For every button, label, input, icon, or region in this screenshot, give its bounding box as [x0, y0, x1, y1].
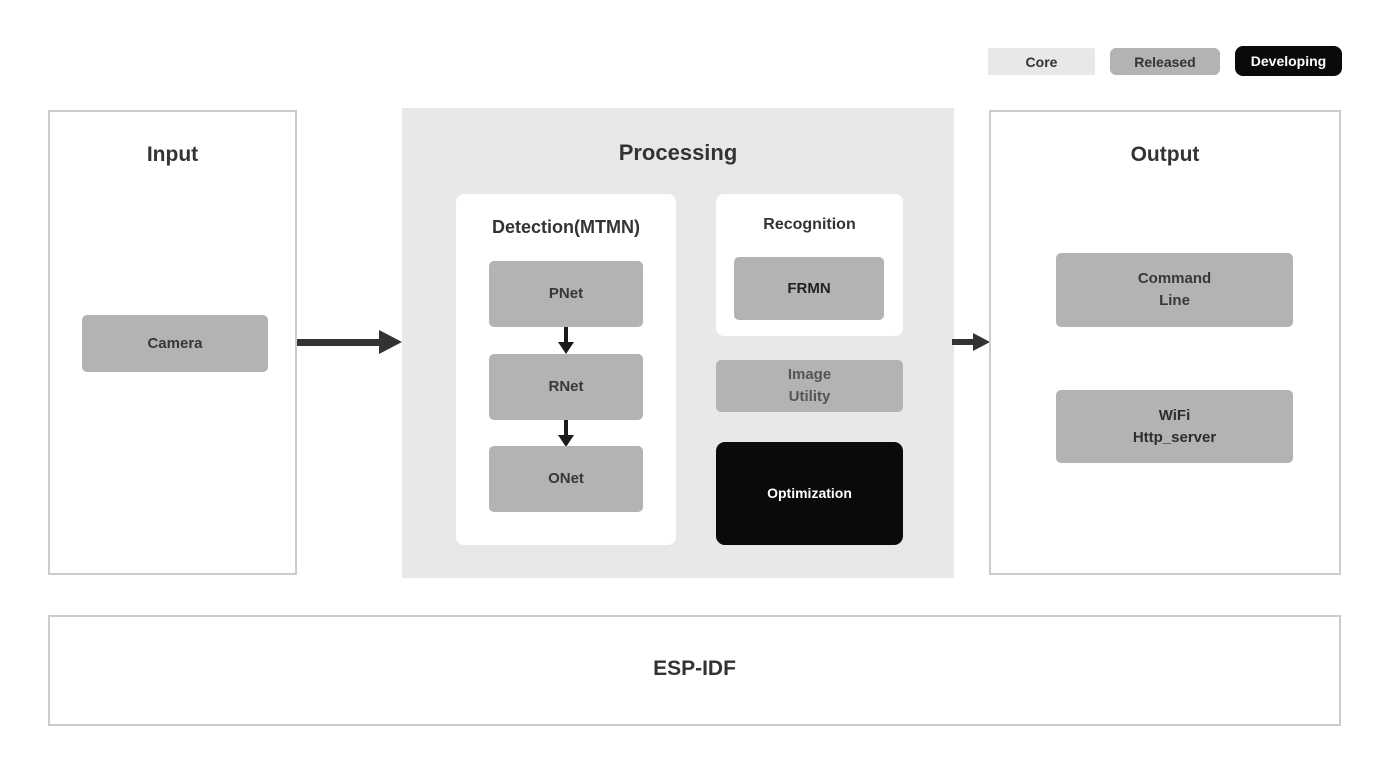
recognition-subpanel: Recognition FRMN — [716, 194, 903, 336]
esp-idf-title: ESP-IDF — [653, 657, 736, 680]
legend-released: Released — [1110, 48, 1220, 75]
image-utility-node: Image Utility — [716, 360, 903, 412]
pnet-node: PNet — [489, 261, 643, 327]
input-title: Input — [146, 143, 199, 166]
onet-node: ONet — [489, 446, 643, 512]
arrow-shaft — [564, 327, 568, 343]
arrow-shaft — [952, 339, 973, 345]
frmn-node: FRMN — [734, 257, 884, 320]
output-title: Output — [1130, 143, 1200, 166]
arrow-head — [558, 435, 574, 447]
optimization-node: Optimization — [716, 442, 903, 545]
detection-subpanel: Detection(MTMN) PNet RNet ONet — [456, 194, 676, 545]
wifi-http-server-node: WiFi Http_server — [1056, 390, 1293, 463]
legend-developing: Developing — [1235, 46, 1342, 76]
arrow-shaft — [297, 339, 379, 346]
command-line-line1: Command — [1137, 270, 1212, 288]
image-utility-line1: Image — [787, 366, 832, 384]
arrow-head — [973, 333, 990, 351]
arrow-input-to-processing-icon — [297, 330, 402, 354]
arrow-head — [558, 342, 574, 354]
image-utility-line2: Utility — [788, 388, 831, 405]
rnet-node: RNet — [489, 354, 643, 420]
wifi-line2: Http_server — [1132, 428, 1217, 446]
command-line-node: Command Line — [1056, 253, 1293, 327]
esp-idf-box: ESP-IDF — [48, 615, 1341, 726]
arrow-head — [379, 330, 402, 354]
arrow-shaft — [564, 420, 568, 436]
detection-title: Detection(MTMN) — [492, 217, 640, 237]
arrow-pnet-to-rnet-icon — [558, 327, 574, 354]
wifi-line1: WiFi — [1158, 406, 1191, 424]
recognition-title: Recognition — [763, 216, 856, 233]
output-box: Output Command Line WiFi Http_server — [989, 110, 1341, 575]
processing-title: Processing — [618, 140, 738, 165]
arrow-processing-to-output-icon — [952, 333, 990, 351]
command-line-line2: Line — [1159, 292, 1190, 309]
input-box: Input Camera — [48, 110, 297, 575]
legend-core: Core — [988, 48, 1095, 75]
camera-node: Camera — [82, 315, 268, 372]
arrow-rnet-to-onet-icon — [558, 420, 574, 447]
processing-panel: Processing Detection(MTMN) PNet RNet ONe… — [402, 108, 954, 578]
